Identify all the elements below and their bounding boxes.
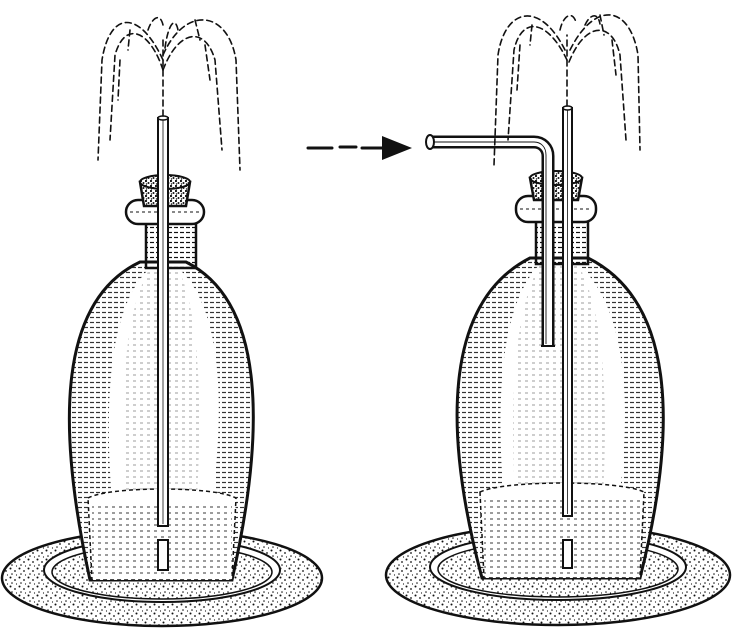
left-bottle bbox=[67, 174, 255, 582]
left-apparatus bbox=[0, 16, 324, 628]
right-fountain-jet bbox=[493, 14, 641, 166]
left-tube bbox=[157, 115, 169, 571]
left-fountain-jet bbox=[97, 16, 241, 171]
right-bottle bbox=[455, 170, 665, 580]
right-bent-tube bbox=[425, 134, 555, 347]
right-apparatus bbox=[384, 14, 732, 627]
arrow-right-icon bbox=[306, 136, 412, 160]
right-straight-tube bbox=[562, 105, 573, 569]
